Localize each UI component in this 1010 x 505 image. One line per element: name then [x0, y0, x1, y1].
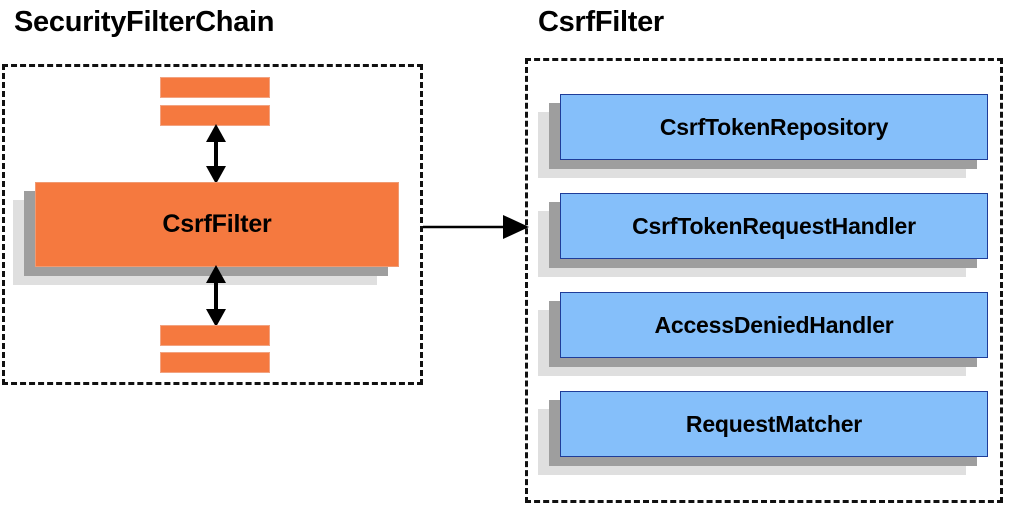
component-card-request-matcher: RequestMatcher	[538, 391, 988, 475]
arrow-left-to-right	[423, 212, 529, 242]
component-card-access-denied-handler: AccessDeniedHandler	[538, 292, 988, 376]
arrow-bidirectional-below	[203, 265, 229, 327]
arrow-bidirectional-above	[203, 124, 229, 184]
component-card-face: CsrfTokenRequestHandler	[560, 193, 988, 259]
filter-bar-above-top	[160, 77, 270, 98]
filter-bar-below-bottom	[160, 352, 270, 373]
csrf-filter-card-label: CsrfFilter	[162, 210, 272, 238]
component-card-label: AccessDeniedHandler	[654, 311, 894, 338]
filter-bar-above-bottom	[160, 105, 270, 126]
page-title-csrf-filter: CsrfFilter	[538, 6, 664, 38]
csrf-filter-collaborators-group-box	[525, 58, 1003, 503]
component-card-csrf-token-request-handler: CsrfTokenRequestHandler	[538, 193, 988, 277]
component-card-label: CsrfTokenRequestHandler	[632, 212, 916, 239]
csrf-filter-card-face: CsrfFilter	[35, 182, 399, 267]
page-title-security-filter-chain: SecurityFilterChain	[14, 6, 275, 38]
component-card-face: AccessDeniedHandler	[560, 292, 988, 358]
security-filter-chain-group-box	[2, 64, 423, 385]
component-card-label: RequestMatcher	[685, 410, 863, 437]
csrf-filter-card: CsrfFilter	[13, 182, 399, 285]
component-card-face: RequestMatcher	[560, 391, 988, 457]
component-card-label: CsrfTokenRepository	[659, 113, 889, 140]
component-card-face: CsrfTokenRepository	[560, 94, 988, 160]
component-card-csrf-token-repository: CsrfTokenRepository	[538, 94, 988, 178]
filter-bar-below-top	[160, 325, 270, 346]
